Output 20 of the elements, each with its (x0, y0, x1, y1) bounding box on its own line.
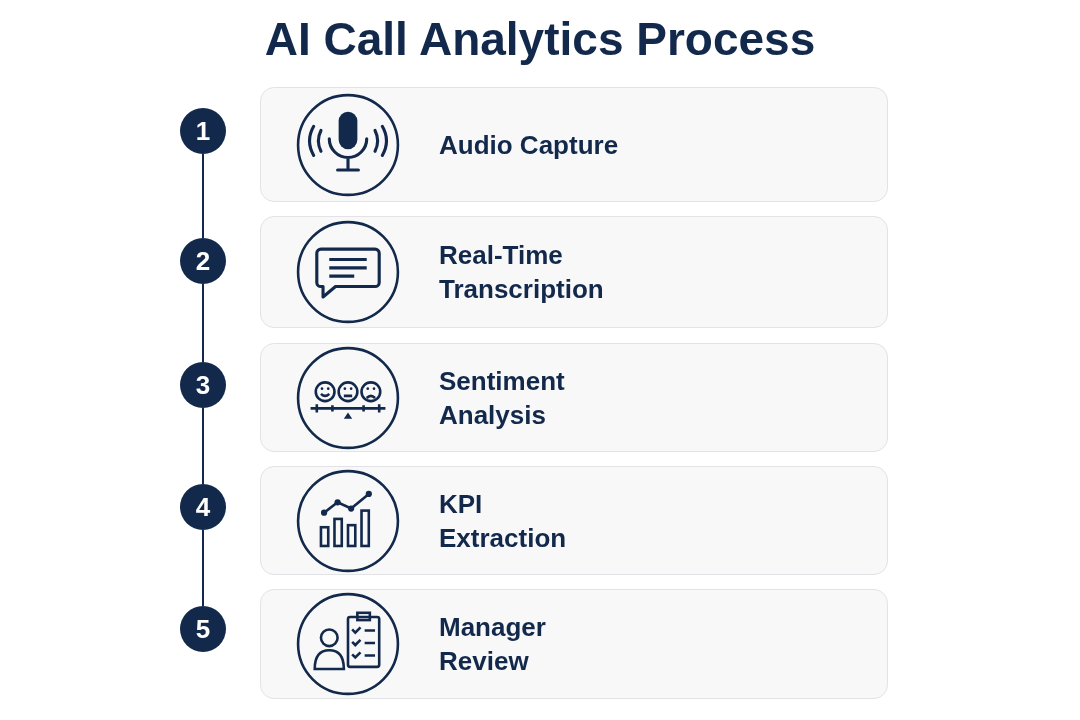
step-number-circle: 2 (180, 238, 226, 284)
step-card (260, 216, 888, 328)
connector-line (202, 153, 204, 239)
step-label: Manager Review (439, 611, 547, 678)
step-card (260, 87, 888, 202)
step-number-circle: 4 (180, 484, 226, 530)
title: AI Call Analytics Process (263, 12, 817, 66)
step-card (260, 589, 888, 699)
step-number-circle: 5 (180, 606, 226, 652)
connector-line (202, 283, 204, 363)
step-label: Real-Time Transcription (439, 239, 605, 306)
step-label: Audio Capture (439, 128, 620, 162)
step-number-circle: 3 (180, 362, 226, 408)
step-card (260, 343, 888, 452)
step-label: Sentiment Analysis (439, 364, 566, 432)
step-label: KPI Extraction (439, 487, 568, 555)
connector-line (202, 529, 204, 607)
step-card (260, 466, 888, 575)
step-number-circle: 1 (180, 108, 226, 154)
connector-line (202, 407, 204, 485)
